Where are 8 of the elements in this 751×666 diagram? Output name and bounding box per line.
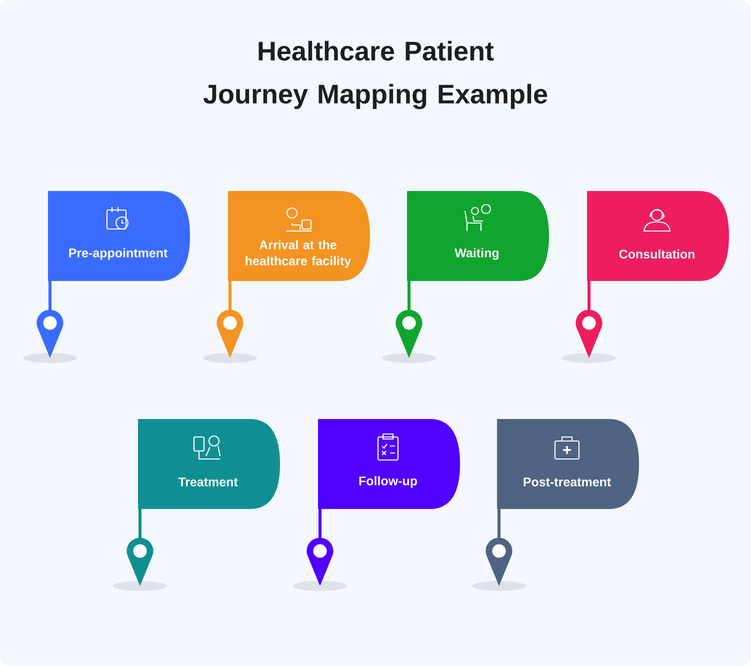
flag-banner: Pre-appointment (48, 191, 190, 281)
title: Healthcare Patient Journey Mapping Example (203, 40, 548, 110)
flag-banner: Treatment (138, 419, 280, 509)
flag-banner: Waiting (407, 191, 549, 281)
flag-banner: Arrival at the healthcare facility (228, 191, 370, 281)
flag-banner: Post-treatment (497, 419, 639, 509)
flag-banner: Follow-up (318, 419, 460, 509)
flag-banner: Consultation (587, 191, 729, 281)
